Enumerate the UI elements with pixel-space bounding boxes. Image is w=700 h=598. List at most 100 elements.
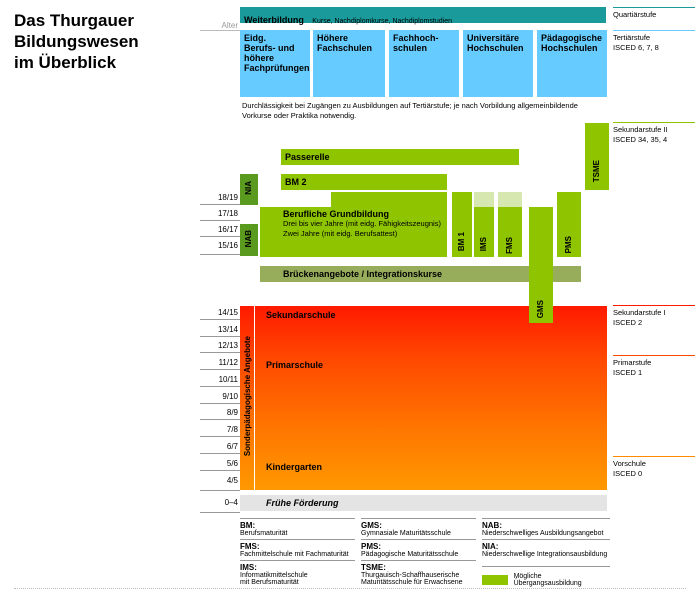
age-9-10: 9/10 xyxy=(222,392,238,401)
level-vorschule: Vorschule ISCED 0 xyxy=(613,459,646,478)
level-primar: Primarstufe ISCED 1 xyxy=(613,358,652,377)
tsme-block: TSME xyxy=(585,123,609,190)
grundbildung-title: Berufliche Grundbildung xyxy=(283,209,389,219)
age-18-19: 18/19 xyxy=(217,193,238,202)
age-6-7: 6/7 xyxy=(226,442,238,451)
legend-value: Berufsmaturität xyxy=(240,530,288,537)
fms-label: FMS xyxy=(505,237,514,254)
nia-block: NIA xyxy=(240,174,258,205)
age-header-rule xyxy=(200,30,240,31)
legend-item-gms: GMS: Gymnasiale Maturitätsschule xyxy=(361,518,476,537)
legend-key: FMS: xyxy=(240,542,260,551)
nab-label: NAB xyxy=(244,230,253,248)
grundbildung-top-extension xyxy=(331,192,447,207)
legend-item-fms: FMS: Fachmittelschule mit Fachmaturität xyxy=(240,539,355,558)
tertiar-rule xyxy=(613,30,695,31)
kindergarten-label: Kindergarten xyxy=(266,462,323,472)
compulsory-school-block: Sonderpädagogische Angebote Sekundarschu… xyxy=(240,306,607,490)
legend-column-1: BM: Berufsmaturität FMS: Fachmittelschul… xyxy=(240,518,355,586)
gms-label: GMS xyxy=(536,300,545,319)
age-17-18: 17/18 xyxy=(217,209,238,218)
age-7-8: 7/8 xyxy=(226,425,238,434)
fruehe-foerderung-bar: Frühe Förderung xyxy=(240,495,607,511)
sek2-rule xyxy=(613,122,695,123)
weiterbildung-bar: Weiterbildung Kurse, Nachdiplomkurse, Na… xyxy=(240,7,606,25)
level-tertiar: Tertiärstufe ISCED 6, 7, 8 xyxy=(613,33,659,52)
legend-value: Thurgauisch-Schaffhauserische Maturitäts… xyxy=(361,572,463,586)
legend-key: BM: xyxy=(240,521,256,530)
pms-block: PMS xyxy=(557,192,581,257)
legend-rule xyxy=(482,518,610,519)
passerelle-bar: Passerelle xyxy=(281,149,519,165)
fms-block: FMS xyxy=(498,207,522,257)
level-sek2: Sekundarstufe II ISCED 34, 35, 4 xyxy=(613,125,668,144)
tertiary-box-paedagogische-hochschulen: Pädagogische Hochschulen xyxy=(537,30,607,97)
legend-item-nia: NIA: Niederschwellige Integrationsausbil… xyxy=(482,539,610,558)
legend-item-nab: NAB: Niederschwelliges Ausbildungsangebo… xyxy=(482,518,610,537)
age-rule xyxy=(200,436,240,437)
sek1-rule xyxy=(613,305,695,306)
primarschule-label: Primarschule xyxy=(266,360,324,370)
ims-label: IMS xyxy=(479,237,488,252)
grundbildung-line1: Drei bis vier Jahre (mit eidg. Fähigkeit… xyxy=(283,219,441,228)
nab-block: NAB xyxy=(240,224,258,256)
legend-key: NAB: xyxy=(482,521,502,530)
age-rule xyxy=(200,336,240,337)
legend-value: Fachmittelschule mit Fachmaturität xyxy=(240,551,349,558)
legend-transition-swatch xyxy=(482,575,508,585)
legend-key: NIA: xyxy=(482,542,499,551)
ims-transition-block xyxy=(474,192,494,207)
level-sek1: Sekundarstufe I ISCED 2 xyxy=(613,308,666,327)
age-16-17: 16/17 xyxy=(217,225,238,234)
age-rule xyxy=(200,369,240,370)
permeability-note: Durchlässigkeit bei Zugängen zu Ausbildu… xyxy=(242,101,578,120)
age-rule xyxy=(200,236,240,237)
tertiary-box-hoehere-fachschulen: Höhere Fachschulen xyxy=(313,30,385,97)
age-13-14: 13/14 xyxy=(217,325,238,334)
gms-block: GMS xyxy=(529,207,553,323)
level-quartiar: Quartiärstufe xyxy=(613,10,657,19)
legend-value: Gymnasiale Maturitätsschule xyxy=(361,530,451,537)
legend-value: Pädagogische Maturitätsschule xyxy=(361,551,459,558)
bridge-offers-bar: Brückenangebote / Integrationskurse xyxy=(260,266,581,282)
legend-value: Informatikmittelschule mit Berufsmaturit… xyxy=(240,572,308,586)
primar-rule xyxy=(613,355,695,356)
weiterbildung-desc: Kurse, Nachdiplomkurse, Nachdiplomstudie… xyxy=(312,18,452,25)
age-rule xyxy=(200,254,240,255)
legend-item-tsme: TSME: Thurgauisch-Schaffhauserische Matu… xyxy=(361,560,476,586)
legend-key: IMS: xyxy=(240,563,257,572)
age-column-header: Alter xyxy=(221,21,238,30)
age-rule xyxy=(200,490,240,491)
tertiary-box-fachhochschulen: Fachhoch- schulen xyxy=(389,30,459,97)
tertiary-box-universitaere-hochschulen: Universitäre Hochschulen xyxy=(463,30,533,97)
bottom-dotted-rule xyxy=(14,588,686,589)
sonder-label: Sonderpädagogische Angebote xyxy=(243,336,252,457)
legend-rule xyxy=(361,518,476,519)
age-rule xyxy=(200,220,240,221)
legend-column-3: NAB: Niederschwelliges Ausbildungsangebo… xyxy=(482,518,610,587)
legend-rule xyxy=(240,518,355,519)
age-14-15: 14/15 xyxy=(217,308,238,317)
age-rule xyxy=(200,403,240,404)
age-4-5: 4/5 xyxy=(226,476,238,485)
age-rule xyxy=(200,512,240,513)
age-12-13: 12/13 xyxy=(217,341,238,350)
legend-column-2: GMS: Gymnasiale Maturitätsschule PMS: Pä… xyxy=(361,518,476,586)
age-rule xyxy=(200,419,240,420)
ims-block: IMS xyxy=(474,207,494,257)
legend-item-transition: Mögliche Übergangsausbildung xyxy=(482,566,610,587)
legend-transition-label: Mögliche Übergangsausbildung xyxy=(513,573,582,587)
bm1-block: BM 1 xyxy=(452,192,472,257)
sekundarschule-label: Sekundarschule xyxy=(266,310,336,320)
quartiar-rule xyxy=(613,7,695,8)
vorschule-rule xyxy=(613,456,695,457)
age-rule xyxy=(200,386,240,387)
legend-item-ims: IMS: Informatikmittelschule mit Berufsma… xyxy=(240,560,355,586)
nia-label: NIA xyxy=(244,181,253,195)
sonder-divider xyxy=(254,306,255,490)
age-0-4: 0–4 xyxy=(224,498,238,507)
grundbildung-line2: Zwei Jahre (mit eidg. Berufsattest) xyxy=(283,229,398,238)
age-8-9: 8/9 xyxy=(226,408,238,417)
legend-value: Niederschwelliges Ausbildungsangebot xyxy=(482,530,604,537)
legend-key: TSME: xyxy=(361,563,386,572)
